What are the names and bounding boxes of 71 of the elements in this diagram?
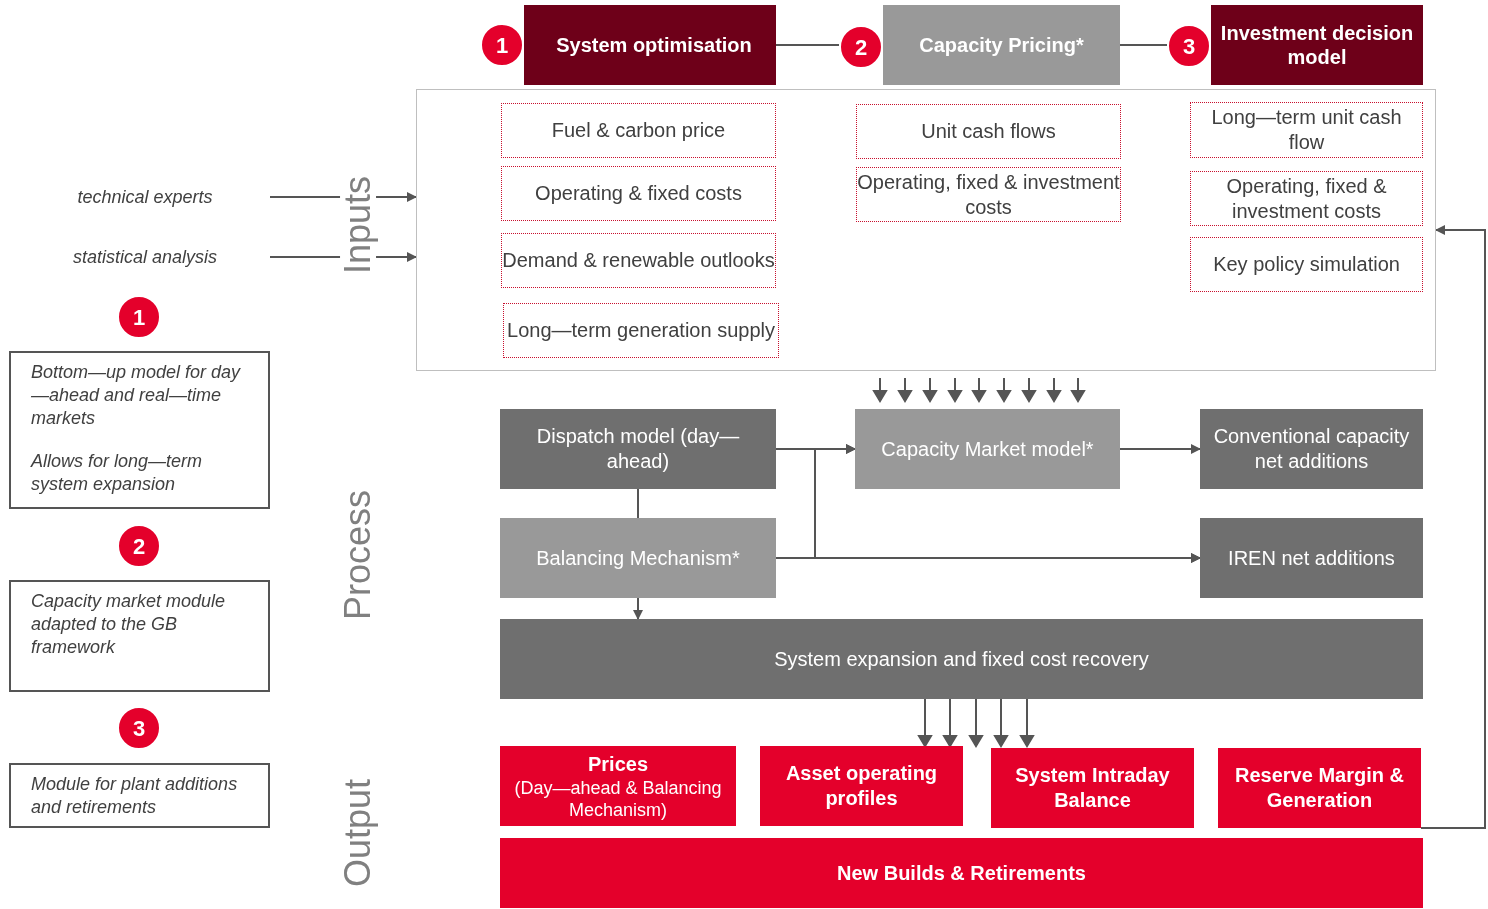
process-box [1200,518,1423,598]
input-box [1190,171,1423,226]
node-text: Key policy simulation [1213,252,1400,277]
arrow [775,444,856,559]
node-text: Long—term generation supply [507,318,775,343]
node-text: 1 [495,31,509,60]
node-text: Investment decision model [1219,21,1415,69]
inputs-panel [416,89,1436,371]
node-text: Bottom—up model for day—ahead and real—time markets [31,361,242,430]
connector-line [637,488,639,519]
model-header [524,5,776,85]
node-text: Reserve Margin & Generation [1234,763,1405,813]
node-text: (Day—ahead & Balancing Mechanism) [513,776,723,821]
node-text: Balancing Mechanism* [536,545,740,571]
node-text: Conventional capacity net additions [1212,424,1411,474]
process-box [500,518,776,598]
description-box [9,580,270,692]
node-text: 2 [854,33,868,62]
node-text: Capacity market module adapted to the GB framework [31,590,227,659]
node-text: Allows for long—term system expansion [31,450,204,496]
output-box [1218,748,1421,828]
process-box [500,409,776,489]
input-box [856,104,1121,159]
node-text: 3 [132,714,146,743]
node-text: Long—term unit cash flow [1210,105,1403,155]
model-header [1211,5,1423,85]
arrow [1420,225,1486,829]
connector-line [775,44,840,46]
node-text: Operating & fixed costs [535,181,742,206]
node-text: Fuel & carbon price [551,118,726,143]
node-text: IREN net additions [1228,545,1395,571]
node-text: 1 [132,303,146,332]
node-text: Prices [587,751,649,777]
node-text: System optimisation [556,33,752,57]
node-text: Capacity Market model* [881,436,1094,462]
node-text: System expansion and fixed cost recovery [774,646,1149,672]
output-box [500,746,736,826]
process-box [855,409,1120,489]
process-box [1200,409,1423,489]
node-text: statistical analysis [72,245,218,269]
node-text: Asset operating profiles [784,761,939,811]
node-text: Module for plant additions and retirements [31,773,239,819]
arrow [1119,444,1201,454]
node-text: Capacity Pricing* [919,33,1084,58]
node-text: 3 [1182,32,1196,61]
input-box [1190,237,1423,292]
input-box [501,233,776,288]
description-box [9,351,270,509]
arrow-row [918,698,933,747]
arrow [633,597,643,620]
node-text: 2 [132,532,146,561]
node-text: New Builds & Retirements [837,860,1086,886]
output-band [500,838,1423,908]
node-text: System Intraday Balance [1014,763,1171,813]
arrow-row [873,377,1086,402]
connector-line [1119,44,1168,46]
node-text: technical experts [77,185,213,209]
input-box [503,303,779,358]
process-band [500,619,1423,699]
node-text: Dispatch model (day—ahead) [535,424,741,474]
description-box [9,763,270,828]
input-box [501,103,776,158]
node-text: Unit cash flows [921,119,1056,144]
output-box [760,746,963,826]
node-text: Operating, fixed & investment costs [857,169,1120,220]
input-box [1190,102,1423,158]
model-header [883,5,1120,85]
output-box [991,748,1194,828]
node-text: Demand & renewable outlooks [502,248,775,273]
input-box [501,166,776,221]
node-text: Operating, fixed & investment costs [1225,173,1388,224]
